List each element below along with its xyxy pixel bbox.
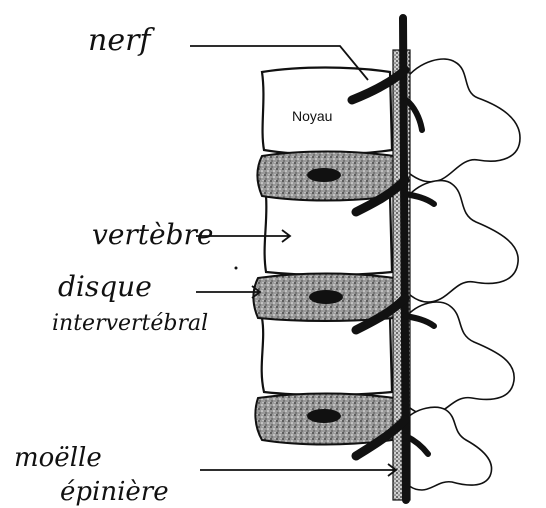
pointer-moelle (200, 464, 396, 476)
stray-dot (235, 267, 238, 270)
nucleus-2 (309, 290, 343, 304)
intervertebral-discs (254, 152, 398, 445)
label-vertebre: vertèbre (92, 218, 213, 251)
label-nerf: nerf (88, 23, 155, 58)
process-4 (405, 407, 492, 490)
pointer-disque (196, 286, 260, 298)
label-disque-2: intervertébral (52, 311, 208, 336)
nucleus-1 (307, 168, 341, 182)
label-moelle-1: moëlle (14, 443, 102, 473)
nucleus-3 (307, 409, 341, 423)
label-noyau: Noyau (292, 108, 332, 124)
label-disque-1: disque (58, 270, 152, 303)
vertebra-body-3 (262, 315, 392, 395)
label-moelle-2: épinière (60, 477, 169, 507)
